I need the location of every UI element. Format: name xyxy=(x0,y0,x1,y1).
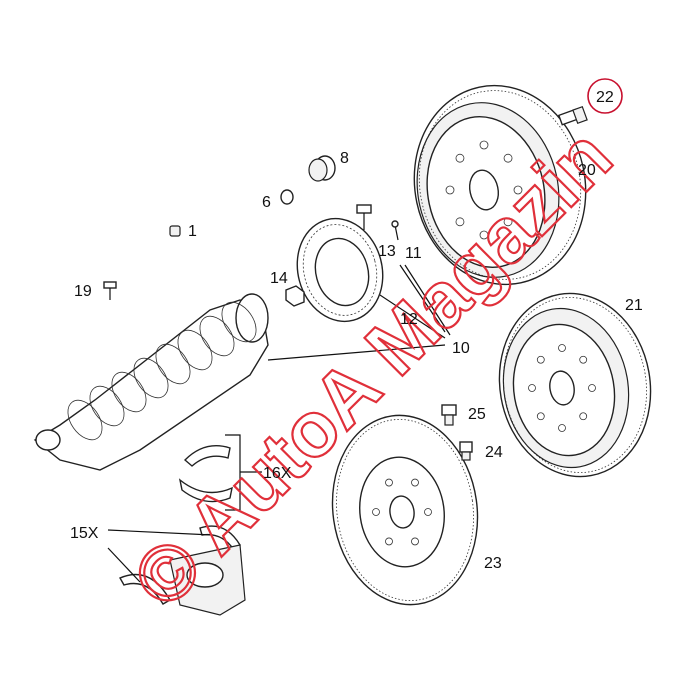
bolt-hole xyxy=(528,384,536,392)
callout-16x: 16X xyxy=(263,465,292,482)
crank-web xyxy=(177,329,213,371)
crank-web xyxy=(67,399,103,441)
flywheel-23 xyxy=(331,414,479,606)
bolt-hole xyxy=(503,153,513,163)
callout-1: 1 xyxy=(188,223,197,240)
callout-13: 13 xyxy=(378,243,396,260)
seal-6 xyxy=(280,189,294,205)
engine-block-section xyxy=(169,544,246,616)
flywheel-dual-mass-20 xyxy=(413,84,587,286)
highlight-circle-22 xyxy=(587,78,623,114)
crankshaft xyxy=(33,293,269,471)
crank-web xyxy=(221,301,257,343)
bolt-25 xyxy=(441,404,457,426)
callout-10: 10 xyxy=(452,340,470,357)
bolt-hole xyxy=(479,140,489,150)
bolt-hole xyxy=(455,217,465,227)
leader-lines xyxy=(107,264,451,583)
bolt-hole xyxy=(372,508,380,516)
callout-24: 24 xyxy=(485,444,503,461)
bolt-24 xyxy=(459,441,473,461)
bolt-hole xyxy=(411,478,419,487)
nut-14 xyxy=(285,285,305,307)
flywheel-21 xyxy=(498,292,652,478)
ring-bolt xyxy=(356,204,399,241)
callout-20: 20 xyxy=(578,162,596,179)
bolt-hole xyxy=(558,344,566,352)
callout-25: 25 xyxy=(468,406,486,423)
crank-web xyxy=(133,357,169,399)
bolt-hole xyxy=(424,508,432,516)
callout-12: 12 xyxy=(400,311,418,328)
callout-14: 14 xyxy=(270,270,288,287)
bolt-hole xyxy=(536,355,545,364)
bolt-hole xyxy=(455,153,465,163)
bearing-8 xyxy=(308,155,336,182)
crank-web xyxy=(155,343,191,385)
bolt-hole xyxy=(558,424,566,432)
bolt-hole xyxy=(385,537,393,546)
callout-8: 8 xyxy=(340,150,349,167)
reluctor-ring xyxy=(296,217,384,323)
callout-15x: 15X xyxy=(70,525,99,542)
pin-1 xyxy=(169,225,181,237)
bolt-hole xyxy=(536,412,545,421)
bolt-hole xyxy=(579,412,588,421)
callout-11: 11 xyxy=(405,245,422,262)
callout-6: 6 xyxy=(262,194,271,211)
callout-22: 22 xyxy=(596,89,614,106)
bolt-hole xyxy=(385,478,393,487)
bolt-hole xyxy=(503,217,513,227)
crank-web xyxy=(199,315,235,357)
callout-labels: 1 6 8 10 11 12 13 14 15X 16X 19 20 21 22… xyxy=(70,89,643,572)
bolt-19 xyxy=(103,281,117,300)
bolt-hole xyxy=(445,185,455,195)
callout-19: 19 xyxy=(74,283,92,300)
callout-21: 21 xyxy=(625,297,643,314)
bearing-shells-16x xyxy=(178,445,233,503)
callout-23: 23 xyxy=(484,555,502,572)
bolt-hole xyxy=(588,384,596,392)
bolt-hole xyxy=(513,185,523,195)
bolt-hole xyxy=(479,230,489,240)
bolt-hole xyxy=(411,537,419,546)
crank-web xyxy=(89,385,125,427)
bolt-22 xyxy=(557,105,588,126)
crank-web xyxy=(111,371,147,413)
bolt-hole xyxy=(579,355,588,364)
